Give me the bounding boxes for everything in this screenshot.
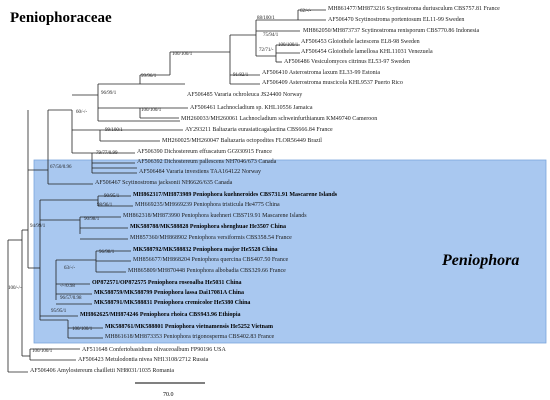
taxon-label: AF506461 Lachnocladium sp. KHL10556 Jama… (190, 105, 313, 111)
support-value: 96/99/1 (101, 91, 117, 96)
support-value: 90/95/1 (104, 194, 120, 199)
support-value: 100/100/1 (141, 108, 162, 113)
peniophora-clade-highlight (33, 159, 547, 344)
taxon-label: AF506409 Asterostroma muscicola KHL9537 … (262, 80, 403, 86)
support-value: 100/100/1 (278, 43, 299, 48)
taxon-label: MH865809/MH870448 Peniophora albobadia C… (128, 268, 286, 274)
support-value: 96/98/1 (99, 250, 115, 255)
support-value: 95/95/1 (51, 309, 67, 314)
taxon-label: MH669235/MH669239 Peniophora tristicula … (135, 202, 280, 208)
support-value: 94/99/1 (30, 224, 46, 229)
support-value: 90/98/1 (84, 217, 100, 222)
taxon-label: AF506470 Scytinostroma portentosum EL11-… (328, 17, 464, 23)
family-label: Peniophoraceae (10, 10, 112, 26)
tree-branches (7, 9, 326, 373)
genus-label: Peniophora (441, 252, 519, 269)
support-value: 100/100/1 (72, 327, 93, 332)
support-value: 96/57/0.98 (60, 296, 82, 301)
support-value: 100/100/1 (32, 349, 53, 354)
taxon-label: AF506406 Amylostereum chailletii NH8031/… (30, 368, 174, 374)
support-value: 88/100/1 (257, 16, 275, 21)
support-value: -/-/0.98 (60, 284, 75, 289)
taxon-label: MH260033/MH260061 Lachnocladium schweinf… (181, 115, 377, 122)
support-value: 63/-/- (64, 266, 75, 271)
support-value: 98/96/1 (97, 203, 113, 208)
taxon-label: MK588759/MK588799 Peniophora lassa Dai17… (94, 290, 244, 296)
scale-label: 70.0 (163, 392, 174, 398)
support-value: 100/100/1 (172, 52, 193, 57)
taxon-label: MK588788/MK588828 Peniophora shenghuae H… (130, 224, 286, 230)
taxon-label: AF506486 Vesiculomyces citrinus EL53-97 … (284, 59, 410, 65)
taxon-label: MK588761/MK588801 Peniophora vietnamensi… (105, 324, 273, 330)
support-value: 60/-/- (76, 110, 87, 115)
taxon-label: MH862050/MH873737 Scytinostroma renispor… (303, 28, 479, 34)
taxon-label: MH857360/MH868902 Peniophora versiformis… (130, 234, 292, 241)
taxon-label: OP872571/OP872575 Peniophora roseoalba H… (92, 280, 242, 286)
taxon-label: AF511648 Confertobasidium olivaceoalbum … (82, 346, 226, 353)
taxon-label: AF506485 Vararia ochroleuca JS24400 Norw… (187, 92, 302, 98)
taxon-label: AF506453 Gloiothele lactescens EL8-98 Sw… (301, 39, 420, 45)
support-value: 91/82/1 (233, 73, 249, 78)
support-value: 62/-/- (300, 9, 311, 14)
taxon-label: AF506484 Vararia investiens TAA164122 No… (139, 169, 261, 175)
support-value: 79/77/0.99 (96, 151, 118, 156)
taxon-label: AF506390 Dichostereum effuscatum GG93091… (137, 148, 272, 155)
taxon-label: MH862317/MH873989 Peniophora kuehneroide… (133, 192, 338, 198)
taxon-label: MH856677/MH868204 Peniophora quercina CB… (133, 257, 288, 263)
taxon-label: AY293211 Baltazaria eurasiaticagalactina… (185, 127, 333, 133)
support-value: 67/50/0.96 (50, 165, 72, 170)
taxon-label: AF506423 Metulodontia nivea NH13108/2712… (78, 357, 209, 363)
support-value: 99/100/1 (105, 128, 123, 133)
taxon-label: MH862318/MH873990 Peniophora kuehneri CB… (123, 213, 307, 219)
taxon-label: AF506392 Dichostereum pallescens NH7046/… (137, 159, 277, 165)
taxon-label: MH260025/MH260047 Baltazaria octopodites… (162, 138, 322, 144)
support-value: 100/-/- (8, 286, 22, 291)
taxon-label: AF506410 Asterostroma laxum EL33-99 Esto… (262, 70, 380, 76)
taxon-label: AF506454 Gloiothele lamellosa KHL11031 V… (301, 49, 433, 55)
taxon-label: MK588791/MK588831 Peniophora cremicolor … (94, 300, 250, 306)
taxon-label: AF506467 Scytinostroma jacksonii NH6626/… (95, 180, 233, 186)
taxon-label: MH861477/MH873216 Scytinostroma duriuscu… (328, 6, 500, 12)
support-value: 75/94/1 (263, 33, 279, 38)
support-value: 99/96/1 (141, 74, 157, 79)
support-value: 72/71/- (259, 48, 274, 53)
taxon-label: MK588792/MK588832 Peniophora major He552… (133, 247, 278, 253)
taxon-label: MH861618/MH873353 Peniophora trigonosper… (105, 334, 274, 340)
taxon-label: MH862625/MH874246 Peniophora rhoica CBS9… (80, 312, 241, 318)
